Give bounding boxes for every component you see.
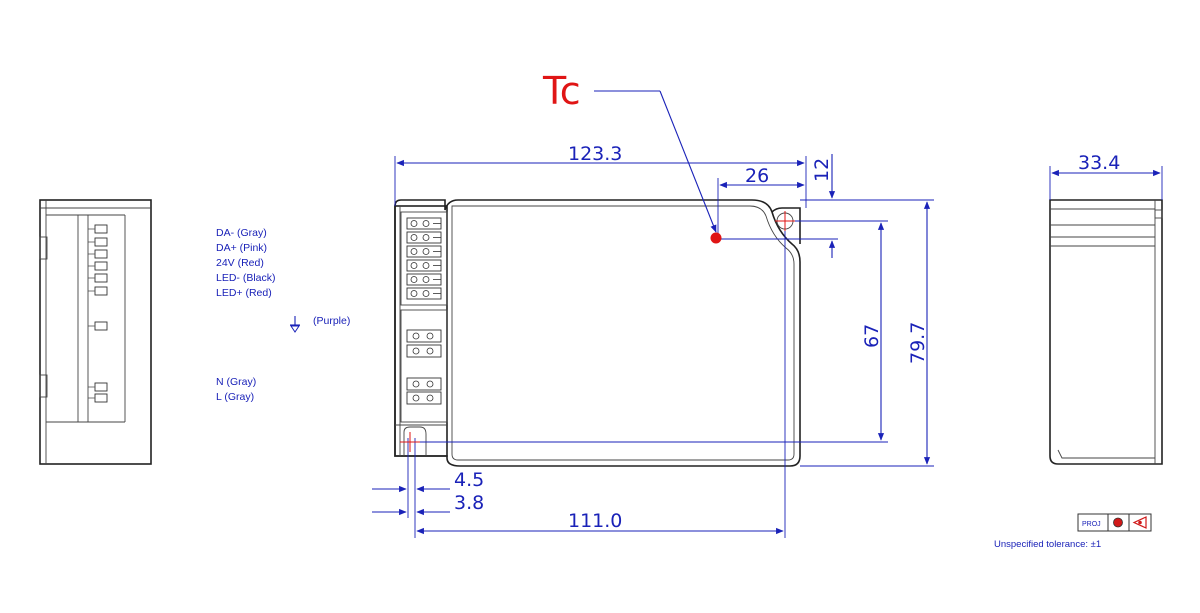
terminal-row: [406, 377, 442, 391]
side-terminal-slot: [94, 286, 108, 296]
terminal-screw: [422, 220, 430, 227]
terminal-screw: [422, 234, 430, 241]
side-terminal-slot: [94, 237, 108, 247]
terminal-screw: [410, 220, 418, 227]
dim-hole-spacing-x: 111.0: [568, 510, 622, 532]
side-terminal-slot: [94, 321, 108, 331]
dim-tc-offset-y: 12: [811, 158, 833, 182]
end-view: [1049, 199, 1163, 465]
projection-cone-icon: [1132, 516, 1147, 529]
tc-label: Tc: [542, 69, 581, 113]
terminal-screw: [422, 248, 430, 255]
side-view-terminal-end: [39, 199, 152, 465]
dim-overall-length: 123.3: [568, 143, 622, 165]
projection-circle-icon: [1113, 517, 1123, 528]
tc-callout: Tc: [542, 69, 722, 244]
side-terminal-slot: [94, 382, 108, 392]
wire-label-line: L (Gray): [216, 391, 254, 403]
side-terminal-slot: [94, 393, 108, 403]
wire-label-da-minus: DA- (Gray): [216, 227, 267, 239]
wire-label-led-minus: LED- (Black): [216, 272, 276, 284]
side-terminal-slot: [94, 261, 108, 271]
terminal-screw: [426, 347, 434, 355]
terminal-row: [406, 329, 442, 343]
terminal-screw: [412, 347, 420, 355]
terminal-screw: [422, 290, 430, 297]
dim-overall-width: 79.7: [907, 322, 929, 364]
terminal-screw: [410, 290, 418, 297]
terminal-screw: [410, 276, 418, 283]
ground-icon: [290, 316, 300, 333]
terminal-row: [406, 391, 442, 405]
terminal-screw: [426, 394, 434, 402]
terminal-screw: [412, 380, 420, 388]
wire-label-ground: (Purple): [313, 315, 350, 327]
wire-label-neutral: N (Gray): [216, 376, 256, 388]
wiring-legend: DA- (Gray) DA+ (Pink) 24V (Red) LED- (Bl…: [216, 227, 350, 403]
terminal-screw: [412, 332, 420, 340]
wire-label-led-plus: LED+ (Red): [216, 287, 272, 299]
terminal-screw: [410, 234, 418, 241]
tc-point-marker: [710, 232, 722, 244]
wire-label-24v: 24V (Red): [216, 257, 264, 269]
terminal-screw: [426, 332, 434, 340]
dim-tc-offset-x: 26: [745, 165, 769, 187]
dim-hole-diameter: 3.8: [454, 492, 484, 514]
side-terminal-slot: [94, 249, 108, 259]
dimension-lines: [372, 154, 1163, 538]
terminal-screw: [410, 248, 418, 255]
terminal-screw: [422, 276, 430, 283]
tolerance-block: PROJ Unspecified tolerance: ±1: [994, 513, 1152, 550]
top-view-driver: [394, 199, 801, 467]
dim-hole-offset-x: 4.5: [454, 469, 484, 491]
terminal-screw: [410, 262, 418, 269]
side-terminal-slot: [94, 273, 108, 283]
dim-hole-spacing-y: 67: [861, 324, 883, 348]
projection-symbol-icon: PROJ: [1082, 521, 1101, 528]
terminal-row: [406, 344, 442, 358]
dim-height: 33.4: [1078, 152, 1120, 174]
wire-label-da-plus: DA+ (Pink): [216, 242, 267, 254]
terminal-screw: [412, 394, 420, 402]
side-terminal-slot: [94, 224, 108, 234]
terminal-screw: [426, 380, 434, 388]
tolerance-note: Unspecified tolerance: ±1: [994, 539, 1101, 550]
terminal-screw: [422, 262, 430, 269]
